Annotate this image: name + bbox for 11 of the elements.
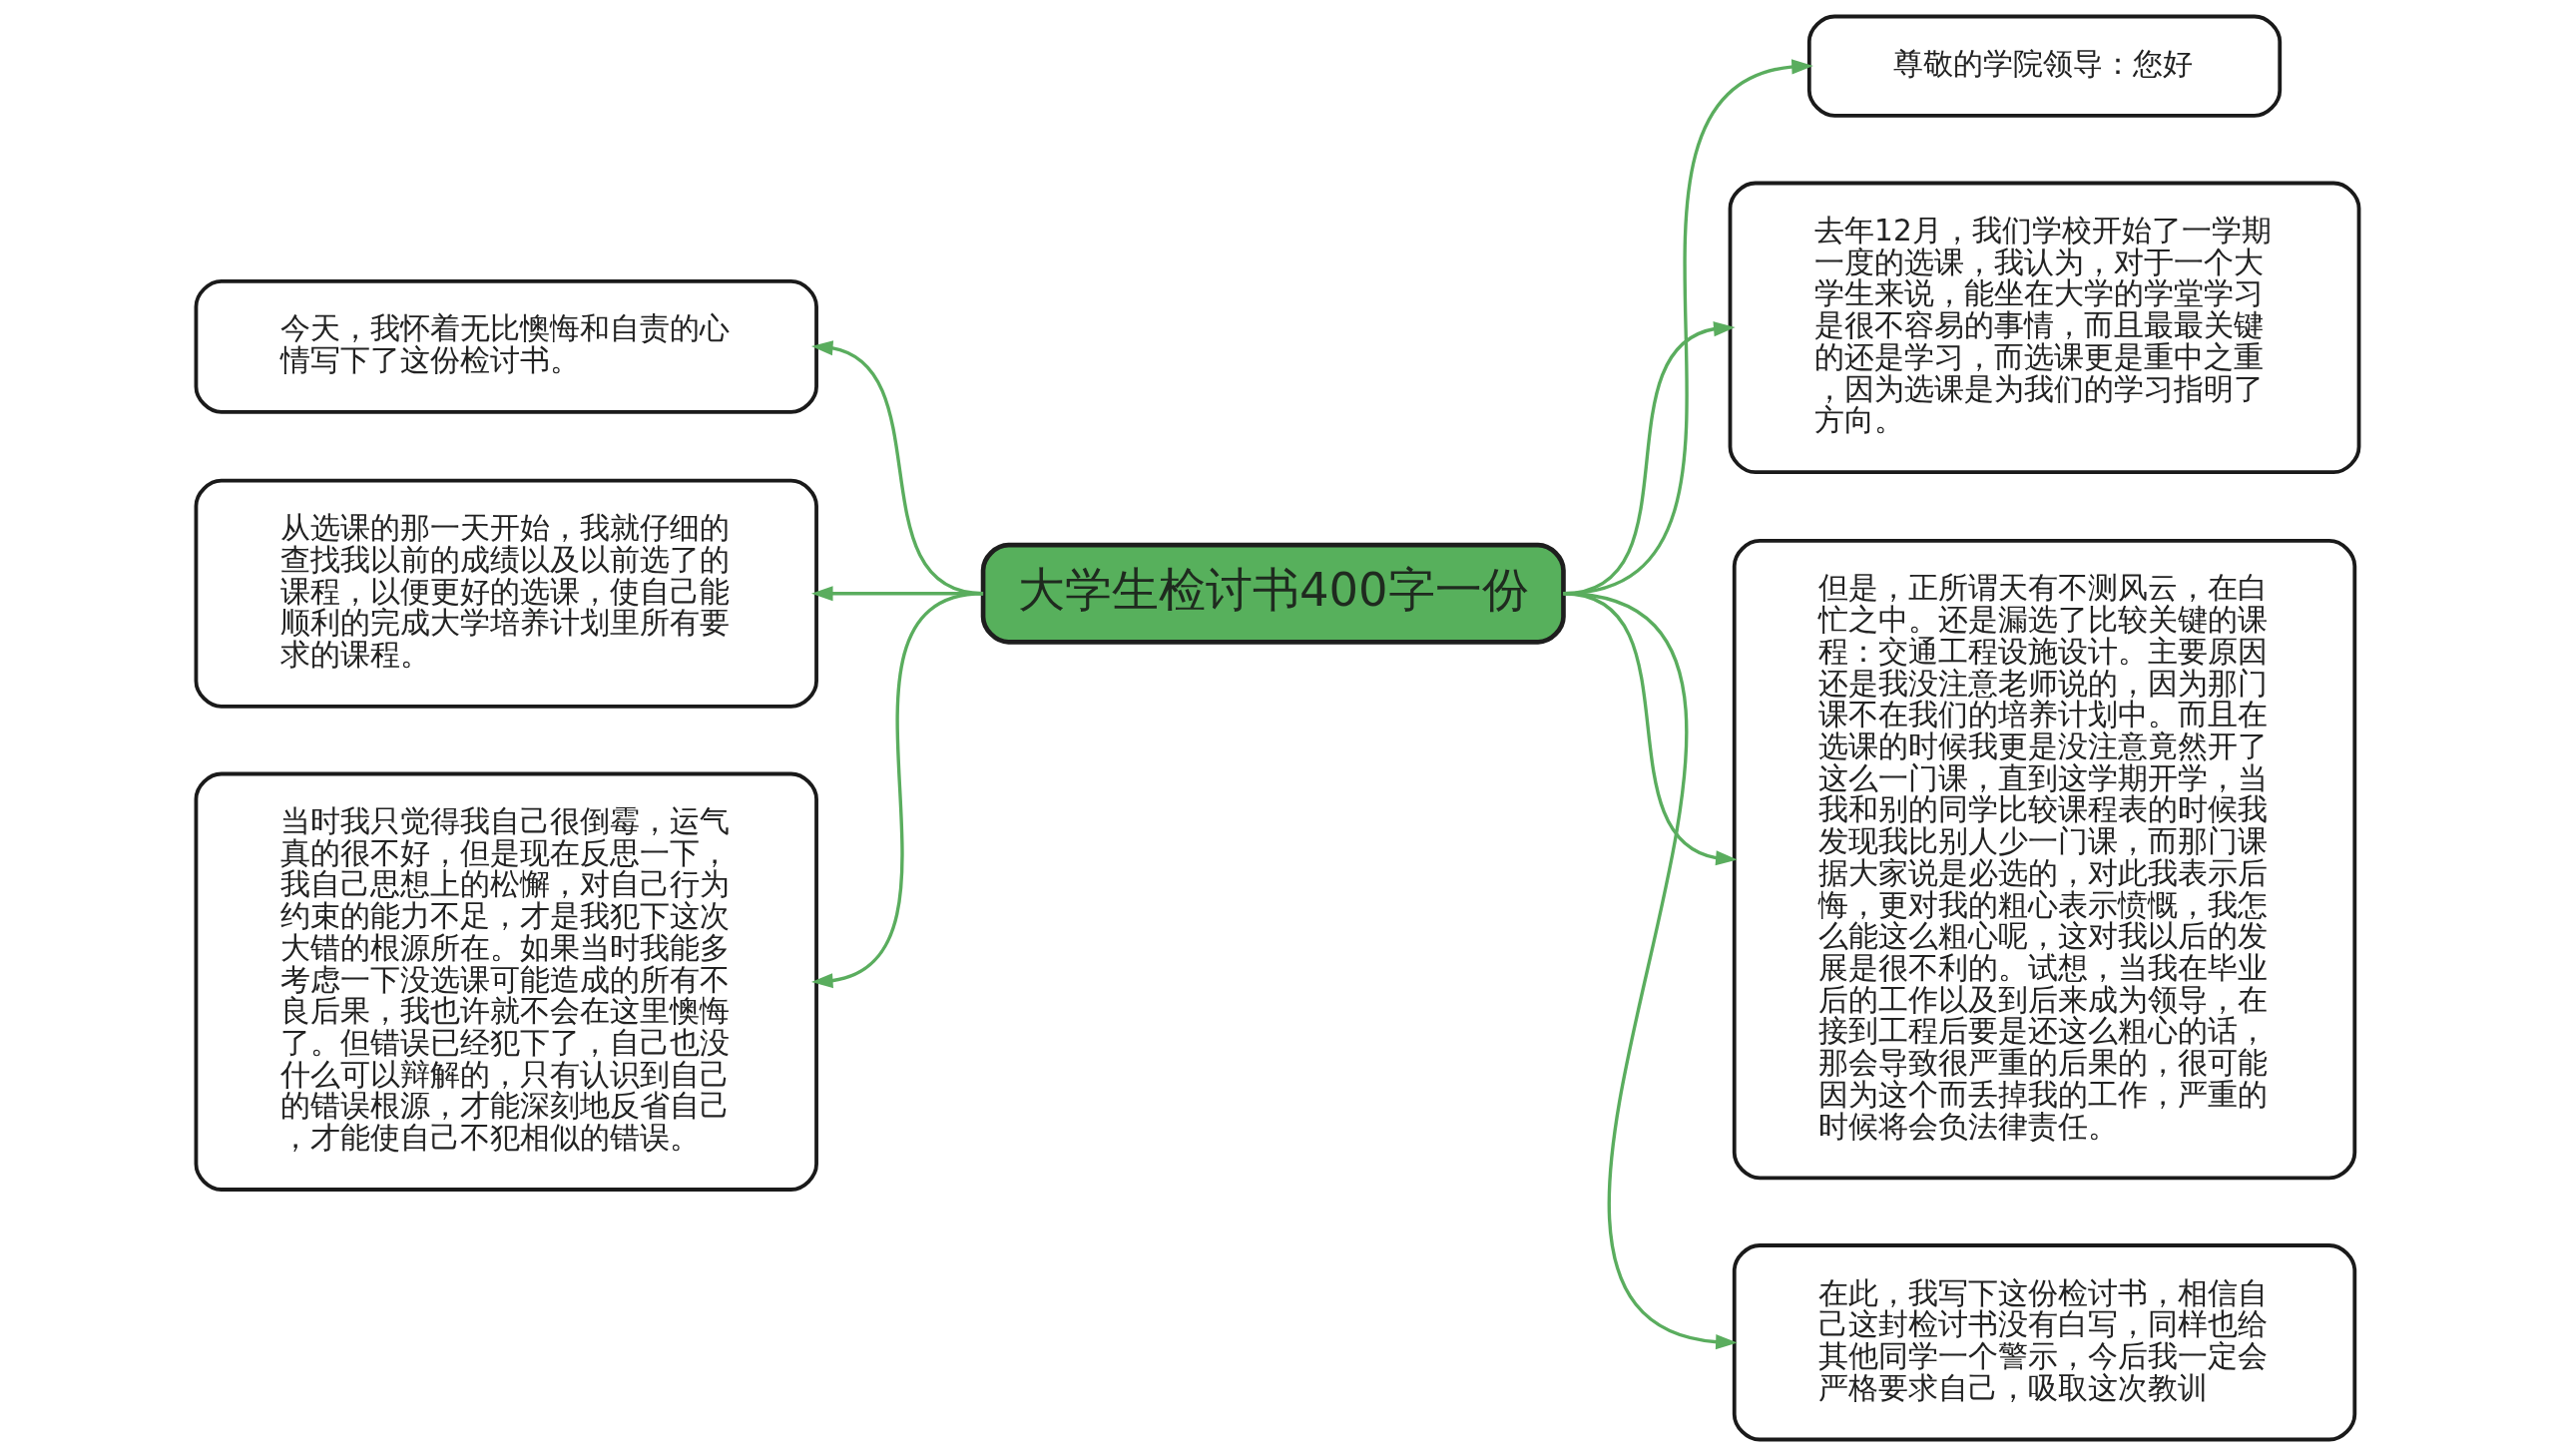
node-box: 但是，正所谓天有不测风云，在白忙之中。还是漏选了比较关键的课程：交通工程设施设计。主要原因还是我没注意老师说的，因为那门课不在我们的培养计划中。而且在选课的时候我更是没注意竟然开了这么一门课，直到这学期开学，当我和别的同学比较课程表的时候我发现我比别人少一门课，而那门课据大家说是必选的，对此我表示后悔，更对我的粗心表示愤慨，我怎么能这么粗心呢，这对我以后的发展是很不利的。试想，当我在毕业后的工作以及到后来成为领导，在接到工程后要是还这么粗心的话，那会导致很严重的后果的，很可能因为这个而丢掉我的工作，严重的时候将会负法律责任。 bbox=[1732, 538, 2357, 1181]
arrow bbox=[1563, 592, 1738, 1350]
node-box: 去年12月，我们学校开始了一学期一度的选课，我认为，对于一个大学生来说，能坐在大学的学堂学习是很不容易的事情，而且最最关键的还是学习，而选课更是重中之重，因为选课是为我们的学习指明了方向。 bbox=[1728, 181, 2361, 475]
arrow bbox=[1563, 592, 1738, 866]
node-box: 当时我只觉得我自己很倒霉，运气真的很不好，但是现在反思一下，我自己思想上的松懈，对自己行为约束的能力不足，才是我犯下这次大错的根源所在。如果当时我能多考虑一下没选课可能造成的所有不良后果，我也许就不会在这里懊悔了。但错误已经犯下了，自己也没什么可以辩解的，只有认识到自己的错误根源，才能深刻地反省自己，才能使自己不犯相似的错误。 bbox=[194, 771, 818, 1192]
arrow bbox=[810, 592, 984, 989]
node-box: 从选课的那一天开始，我就仔细的查找我以前的成绩以及以前选了的课程，以便更好的选课，使自己能顺利的完成大学培养计划里所有要求的课程。 bbox=[194, 478, 818, 709]
node-box: 大学生检讨书400字一份 bbox=[980, 542, 1566, 645]
node-box: 在此，我写下这份检讨书，相信自己这封检讨书没有白写，同样也给其他同学一个警示，今后我一定会严格要求自己，吸取这次教训 bbox=[1732, 1243, 2357, 1442]
node-box: 今天，我怀着无比懊悔和自责的心情写下了这份检讨书。 bbox=[194, 278, 818, 414]
node-box: 尊敬的学院领导：您好 bbox=[1806, 14, 2283, 118]
